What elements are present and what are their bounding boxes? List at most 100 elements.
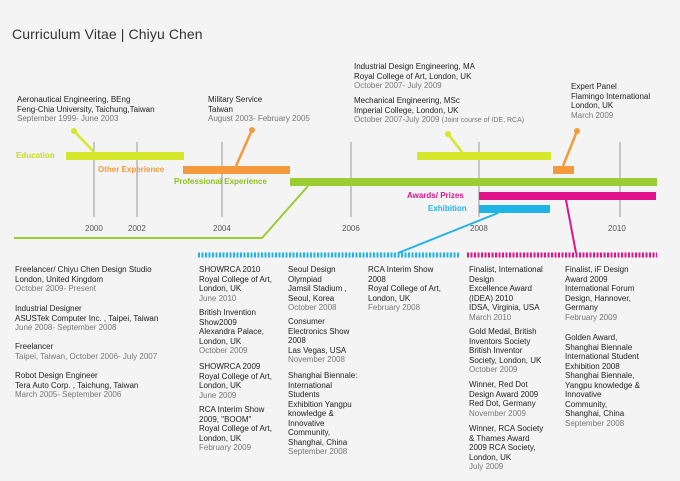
entry-line: Las Vegas, USA [288,345,347,355]
professional-entry: Freelancer Taipei, Taiwan, October 2006-… [15,342,157,361]
entry-line: Robot Design Engineer [15,371,98,380]
entry-line: Alexandra Palace, [199,327,264,336]
exhibition-entry: SHOWRCA 2009 Royal College of Art, Londo… [199,362,272,400]
entry-line: Aeronautical Engineering, BEng [17,95,131,104]
other-dot-panel [574,128,580,134]
entry-line: British Invention [199,308,256,317]
entry-line: Inventors Society [469,336,531,346]
entry-date: September 1999- June 2003 [17,114,119,123]
entry-line: Freelancer [15,342,54,351]
entry-line: 2008 [368,274,386,284]
entry-date: March 2005- September 2006 [15,390,122,399]
exhibition-entry: Seoul Design Olympiad Jamsil Stadium , S… [288,265,347,313]
entry-line: International Forum [565,284,635,293]
year-label: 2006 [342,224,360,233]
entry-line: Consumer [288,317,325,326]
award-entry: Finalist, iF Design Award 2009 Internati… [565,265,634,322]
entry-date: February 2009 [565,312,618,322]
entry-line: Seoul Design [288,265,336,274]
entry-line: Golden Award, [565,333,618,342]
award-entry: Gold Medal, British Inventors Society Br… [469,327,541,375]
entry-line: Industrial Designer [15,304,82,313]
entry-line: Imperial College, London, UK [354,105,459,115]
professional-connector [14,185,309,239]
entry-line: Royal College of Art, [368,284,441,293]
exhibition-entry: Shanghai Biennale: International Student… [288,371,357,457]
entry-line: Military Service [208,95,263,104]
entry-date: October 2007-July 2009 (Joint course of … [354,115,524,126]
entry-line: Winner, RCA Society [469,424,544,433]
education-entry-ide: Industrial Design Engineering, MA Royal … [354,62,475,91]
entry-line: International Student [565,352,639,361]
entry-date: September 2008 [288,447,348,456]
entry-date: June 2008- September 2008 [15,323,117,332]
entry-date: June 2009 [199,390,237,400]
other-entry-panel: Expert Panel Flamingo International Lond… [571,82,650,120]
award-entry: Finalist, International Design Excellenc… [469,265,543,322]
entry-line: Finalist, International [469,265,543,274]
entry-line: Flamingo International [571,91,651,101]
entry-date: Taipei, Taiwan, October 2006- July 2007 [15,351,158,361]
entry-line: Mechanical Engineering, MSc [354,96,460,105]
entry-line: ASUSTek Computer Inc. , Taipei, Taiwan [15,313,159,323]
entry-date: September 2008 [565,418,625,428]
education-dot-beng [71,128,77,134]
exhibition-connector [397,212,499,254]
entry-line: Expert Panel [571,82,617,91]
year-label: 2008 [470,224,488,233]
entry-line: Shanghai, China [288,437,348,447]
entry-date: October 2009- Present [15,284,96,293]
entry-line: & Thames Award [469,433,530,443]
entry-line: RCA Interim Show [199,405,265,414]
entry-date: July 2009 [469,462,504,471]
track-label-education: Education [16,151,55,160]
entry-date: November 2008 [288,355,345,364]
entry-note: (Joint course of IDE, RCA) [441,117,525,124]
award-entry: Winner, RCA Society & Thames Award 2009 … [469,424,543,472]
entry-line: Tera Auto Corp. , Taichung, Taiwan [15,380,139,390]
track-label-professional: Professional Experience [174,177,267,186]
awards-bar [479,192,656,200]
entry-line: knowledge & [288,409,334,418]
education-entry-beng: Aeronautical Engineering, BEng Feng-Chia… [17,95,155,124]
entry-line: Royal College of Art, London, UK [354,71,472,81]
entry-line: Show2009 [199,317,237,327]
entry-date: October 2007- July 2009 [354,81,442,90]
other-entry-military: Military Service Taiwan August 2003- Feb… [208,95,310,124]
other-experience-bar-panel [553,166,574,174]
entry-line: Royal College of Art, [199,274,272,284]
entry-line: London, UK [571,101,614,110]
entry-line: Feng-Chia University, Taichung,Taiwan [17,104,155,114]
entry-line: Shanghai Biennale [565,342,633,352]
entry-line: Award 2009 [565,274,608,284]
entry-line: Innovative [288,418,325,428]
entry-date: March 2009 [571,110,614,120]
entry-line: Exhibition Yangpu [288,399,352,409]
entry-line: 2008 [288,336,306,345]
entry-date: August 2003- February 2005 [208,114,310,123]
education-pointer-masters [447,133,463,153]
page-title: Curriculum Vitae | Chiyu Chen [12,26,203,42]
professional-entry: Robot Design Engineer Tera Auto Corp. , … [15,371,138,400]
entry-line: London, UK [199,381,242,390]
entry-line: 2009, "BOOM" [199,414,252,424]
entry-line: IDSA, Virginia, USA [469,303,540,312]
entry-line: Finalist, iF Design [565,265,629,274]
entry-line: Jamsil Stadium , [288,284,347,293]
entry-date-text: October 2007-July 2009 [354,115,440,124]
exhibition-entry: RCA Interim Show 2009, "BOOM" Royal Coll… [199,405,272,453]
entry-line: Shanghai Biennale: [288,371,358,380]
entry-date: March 2010 [469,312,512,322]
entry-line: SHOWRCA 2009 [199,362,261,371]
entry-line: RCA Interim Show [368,265,434,274]
entry-line: International [288,380,333,390]
entry-line: London, United Kingdom [15,274,104,284]
other-pointer-military [234,129,254,167]
year-label: 2002 [128,224,146,233]
other-experience-bar [183,166,290,174]
entry-line: Royal College of Art, [199,371,272,381]
entry-line: Design, Hannover, [565,293,631,303]
entry-date: February 2009 [199,443,252,452]
education-entry-msc: Mechanical Engineering, MSc Imperial Col… [354,96,524,126]
entry-line: Seoul, Korea [288,293,335,303]
